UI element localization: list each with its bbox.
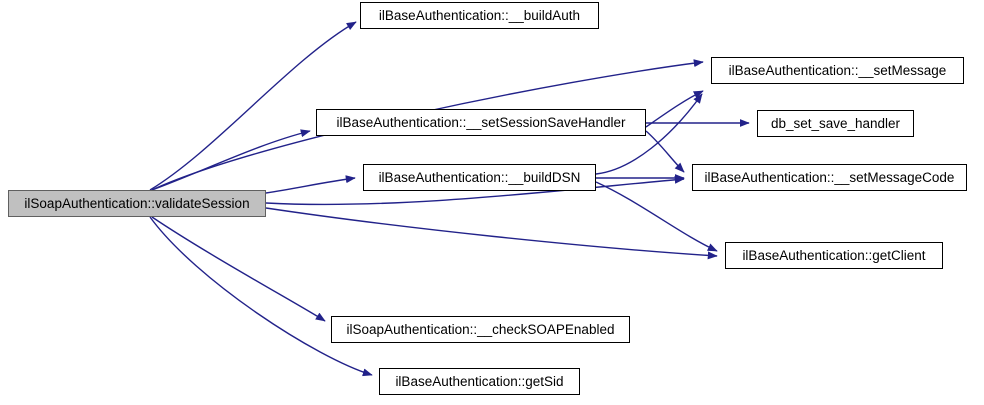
graph-node-label: ilSoapAuthentication::__checkSOAPEnabled (346, 322, 615, 337)
graph-node-label: ilBaseAuthentication::__setMessage (728, 63, 947, 78)
graph-edge-validateSession-to-getSid (149, 216, 373, 377)
graph-node-label: ilBaseAuthentication::getSid (395, 374, 564, 389)
graph-edge-validateSession-to-getClient (265, 207, 718, 260)
graph-node-setMessageCode[interactable]: ilBaseAuthentication::__setMessageCode (692, 164, 967, 191)
graph-node-validateSession[interactable]: ilSoapAuthentication::validateSession (8, 190, 266, 217)
graph-edge-validateSession-to-checkSOAPEnabled (151, 216, 326, 322)
graph-node-getSid[interactable]: ilBaseAuthentication::getSid (379, 368, 580, 395)
graph-node-label: ilBaseAuthentication::__buildDSN (378, 170, 581, 185)
graph-node-label: ilBaseAuthentication::__setMessageCode (704, 170, 955, 185)
graph-edge-validateSession-to-buildAuth (149, 21, 357, 191)
graph-edge-validateSession-to-buildDSN (265, 175, 356, 194)
graph-edge-validateSession-to-setSessionSaveHandler (151, 129, 311, 191)
graph-edge-setSessionSaveHandler-to-setMessage (645, 90, 704, 128)
graph-node-label: ilBaseAuthentication::__setSessionSaveHa… (336, 115, 626, 130)
graph-node-setMessage[interactable]: ilBaseAuthentication::__setMessage (711, 57, 964, 84)
graph-node-getClient[interactable]: ilBaseAuthentication::getClient (725, 242, 943, 269)
graph-edge-validateSession-to-setMessageCode (265, 175, 685, 206)
graph-edge-buildDSN-to-setMessage (595, 93, 703, 175)
graph-node-label: ilBaseAuthentication::__buildAuth (378, 8, 581, 23)
graph-node-setSessionSaveHandler[interactable]: ilBaseAuthentication::__setSessionSaveHa… (316, 109, 646, 136)
graph-edge-setSessionSaveHandler-to-setMessageCode (645, 130, 685, 173)
graph-node-buildDSN[interactable]: ilBaseAuthentication::__buildDSN (363, 164, 596, 191)
graph-node-label: db_set_save_handler (770, 116, 901, 131)
graph-node-buildAuth[interactable]: ilBaseAuthentication::__buildAuth (360, 2, 599, 29)
graph-node-label: ilSoapAuthentication::validateSession (24, 196, 250, 211)
graph-node-checkSOAPEnabled[interactable]: ilSoapAuthentication::__checkSOAPEnabled (331, 316, 630, 343)
graph-node-label: ilBaseAuthentication::getClient (742, 248, 926, 263)
graph-edge-buildDSN-to-getClient (595, 181, 718, 252)
graph-node-dbSetSaveHandler[interactable]: db_set_save_handler (757, 110, 914, 137)
